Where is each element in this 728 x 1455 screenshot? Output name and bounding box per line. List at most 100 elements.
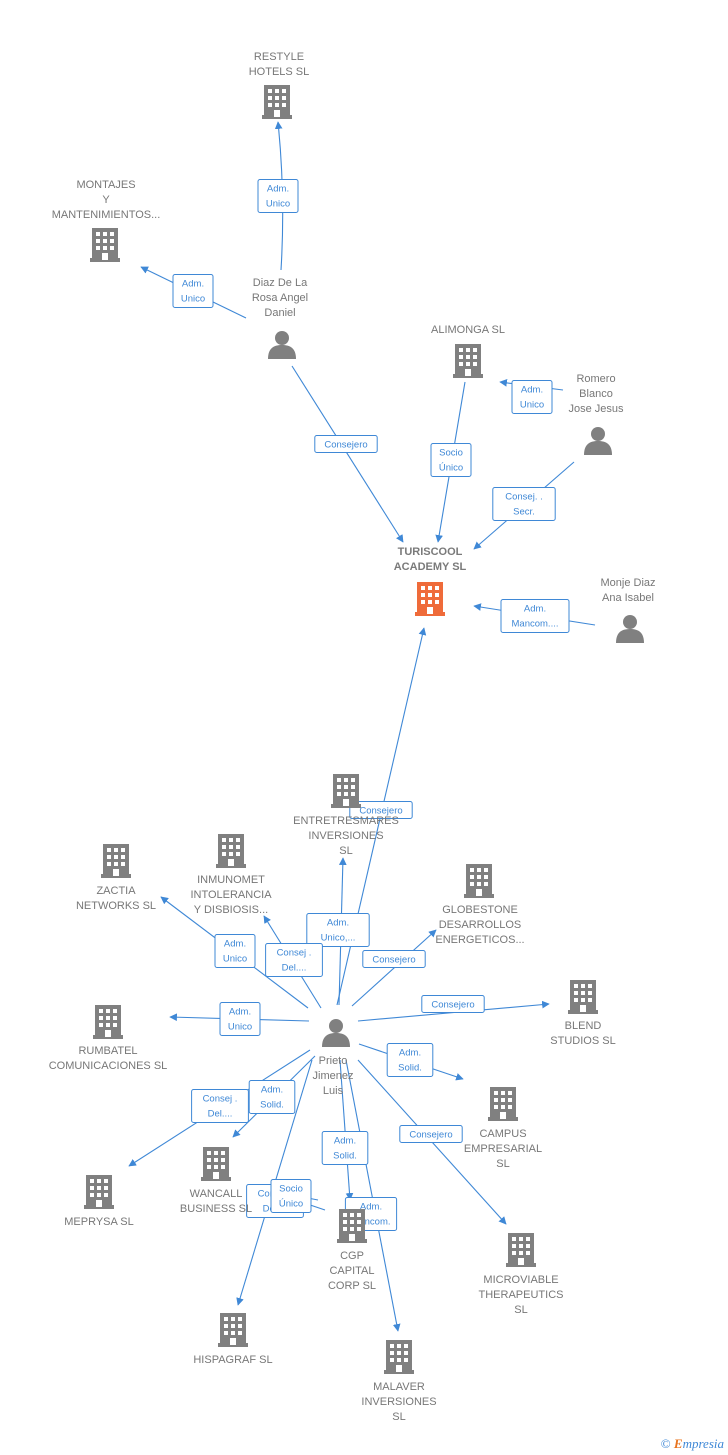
- node-alimonga[interactable]: ALIMONGA SL: [431, 324, 505, 378]
- node-label-line: GLOBESTONE: [442, 904, 518, 916]
- node-label-line: INVERSIONES: [361, 1396, 436, 1408]
- node-label-line: HISPAGRAF SL: [193, 1354, 272, 1366]
- node-globestone[interactable]: GLOBESTONEDESARROLLOSENERGETICOS...: [435, 864, 525, 946]
- company-building-icon-highlighted: [415, 582, 445, 616]
- company-building-icon: [331, 774, 361, 808]
- edge-label-romero-to-turiscool[interactable]: Consej. . Secr.: [492, 487, 556, 521]
- edge-label-prieto-to-wancall[interactable]: Adm.Solid.: [248, 1080, 296, 1114]
- edge-label-text: Adm.: [267, 184, 289, 195]
- node-label-line: ALIMONGA SL: [431, 324, 505, 336]
- edge-label-box: [306, 913, 370, 947]
- node-label-line: INVERSIONES: [308, 830, 383, 842]
- edge-label-text: Del....: [282, 963, 307, 974]
- edge-label-text: Adm.: [327, 918, 349, 929]
- edge-label-prieto-to-blend[interactable]: Consejero: [421, 995, 485, 1013]
- node-label-line: SL: [514, 1304, 527, 1316]
- node-label-line: NETWORKS SL: [76, 900, 156, 912]
- node-label-line: CORP SL: [328, 1280, 376, 1292]
- edge-label-prieto-to-cgp[interactable]: Adm.Solid.: [321, 1131, 369, 1165]
- edge-label-text: Socio: [439, 448, 463, 459]
- edge-label-box: [270, 1179, 312, 1213]
- node-label-line: EMPRESARIAL: [464, 1143, 542, 1155]
- edge-label-box: [399, 1125, 463, 1143]
- node-label-line: ZACTIA: [96, 885, 136, 897]
- edge-label-text: Unico: [223, 954, 247, 965]
- node-label-line: SL: [339, 845, 352, 857]
- node-label-line: ENERGETICOS...: [435, 934, 524, 946]
- edge-label-prieto-to-inmunomet[interactable]: Consej .Del....: [265, 943, 323, 977]
- edge-label-prieto-to-microviable[interactable]: Consejero: [399, 1125, 463, 1143]
- edge-label-diaz-to-turiscool[interactable]: Consejero: [314, 435, 378, 453]
- node-label-line: CGP: [340, 1250, 364, 1262]
- company-building-icon: [84, 1175, 114, 1209]
- node-zactia[interactable]: ZACTIA NETWORKS SL: [76, 844, 156, 912]
- node-rumbatel[interactable]: RUMBATEL COMUNICACIONES SL: [49, 1005, 168, 1072]
- node-meprysa[interactable]: MEPRYSA SL: [64, 1175, 134, 1228]
- edge-label-diaz-to-montajes[interactable]: Adm.Unico: [172, 274, 214, 308]
- brand-logo-initial: E: [673, 1436, 683, 1451]
- edge-label-prieto-to-entretresmares[interactable]: Adm. Unico,...: [306, 913, 370, 947]
- edge-label-prieto-to-meprysa[interactable]: Consej .Del....: [191, 1089, 249, 1123]
- edge-label-text: Mancom....: [512, 619, 559, 630]
- edge-label-text: Único: [279, 1199, 303, 1210]
- node-label-line: Rosa Angel: [252, 292, 308, 304]
- edge-label-diaz-to-restyle[interactable]: Adm. Unico: [257, 179, 299, 213]
- edge-label-prieto-to-turiscool[interactable]: Consejero: [349, 801, 413, 819]
- node-label-line: Prieto: [319, 1055, 348, 1067]
- edge-label-text: Consej. .: [505, 492, 543, 503]
- node-label-line: INTOLERANCIA: [190, 889, 272, 901]
- edge-label-prieto-to-rumbatel[interactable]: Adm.Unico: [219, 1002, 261, 1036]
- edge-label-text: Unico: [266, 199, 290, 210]
- company-building-icon: [384, 1340, 414, 1374]
- edge-label-prieto-to-campus[interactable]: Adm.Solid.: [386, 1043, 434, 1077]
- node-label-line: COMUNICACIONES SL: [49, 1060, 168, 1072]
- node-label-line: Ana Isabel: [602, 592, 654, 604]
- edge-label-text: Consejero: [359, 806, 402, 817]
- edge-label-text: Consejero: [372, 955, 415, 966]
- node-label-line: MANTENIMIENTOS...: [52, 209, 161, 221]
- edge-label-text: Unico,...: [321, 933, 356, 944]
- company-building-icon: [101, 844, 131, 878]
- edge-label-romero-to-alimonga[interactable]: Adm. Unico: [511, 380, 553, 414]
- node-hispagraf[interactable]: HISPAGRAF SL: [193, 1313, 273, 1366]
- node-label-line: CAMPUS: [479, 1128, 526, 1140]
- edge-label-text: Consejero: [431, 1000, 474, 1011]
- edge-prieto-to-malaver: [345, 1059, 401, 1332]
- company-building-icon: [453, 344, 483, 378]
- edge-label-text: Adm.: [521, 385, 543, 396]
- edge-label-text: Adm.: [399, 1048, 421, 1059]
- edge-label-box: [511, 380, 553, 414]
- edge-label-box: [191, 1089, 249, 1123]
- edge-label-text: Consej .: [203, 1094, 238, 1105]
- node-label-line: Jimenez: [313, 1070, 354, 1082]
- edge-label-monje-to-turiscool[interactable]: Adm.Mancom....: [500, 599, 570, 633]
- company-building-icon: [262, 85, 292, 119]
- edge-label-prieto-to-zactia[interactable]: Adm.Unico: [214, 934, 256, 968]
- node-label-line: RUMBATEL: [78, 1045, 137, 1057]
- edge-label-text: Secr.: [513, 507, 535, 518]
- node-montajes[interactable]: MONTAJESYMANTENIMIENTOS...: [52, 179, 161, 262]
- node-label-line: Monje Diaz: [600, 577, 655, 589]
- edge-diaz-to-turiscool: [291, 365, 404, 543]
- edge-label-box: [219, 1002, 261, 1036]
- edge-label-prieto-to-globestone[interactable]: Consejero: [362, 950, 426, 968]
- edge-label-text: Unico: [520, 400, 544, 411]
